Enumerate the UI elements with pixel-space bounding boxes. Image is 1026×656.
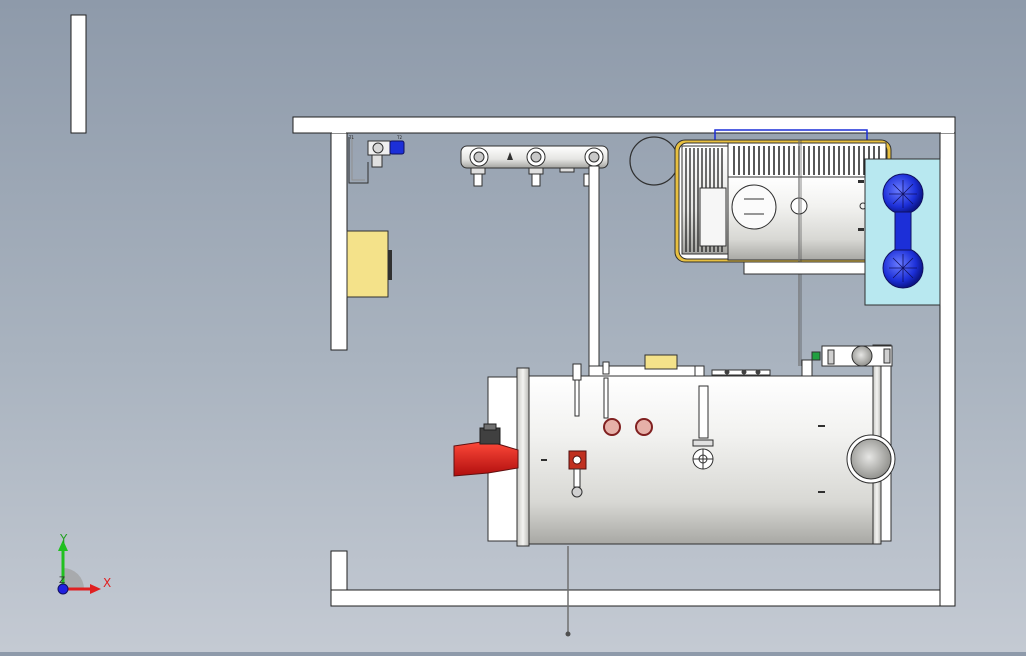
wall-top bbox=[292, 116, 956, 134]
wall-left-upper bbox=[330, 132, 348, 351]
svg-text:T2: T2 bbox=[396, 135, 402, 140]
burner bbox=[453, 423, 519, 477]
triad-y-label: Y bbox=[59, 532, 68, 546]
building-walls bbox=[292, 116, 956, 607]
svg-text:T1: T1 bbox=[348, 135, 354, 140]
wall-bottom bbox=[330, 589, 956, 607]
feed-pump-unit: T1 T2 bbox=[348, 135, 405, 184]
boiler-fittings bbox=[568, 345, 893, 498]
detached-wall-segment bbox=[70, 14, 87, 134]
economizer-unit bbox=[629, 129, 892, 366]
water-tanks bbox=[864, 158, 941, 306]
steam-header bbox=[460, 145, 609, 187]
coordinate-triad: Y X Z bbox=[57, 532, 111, 595]
wall-right bbox=[939, 132, 956, 607]
control-panel bbox=[346, 230, 392, 298]
triad-z-label: Z bbox=[59, 576, 65, 586]
triad-x-label: X bbox=[103, 576, 111, 590]
